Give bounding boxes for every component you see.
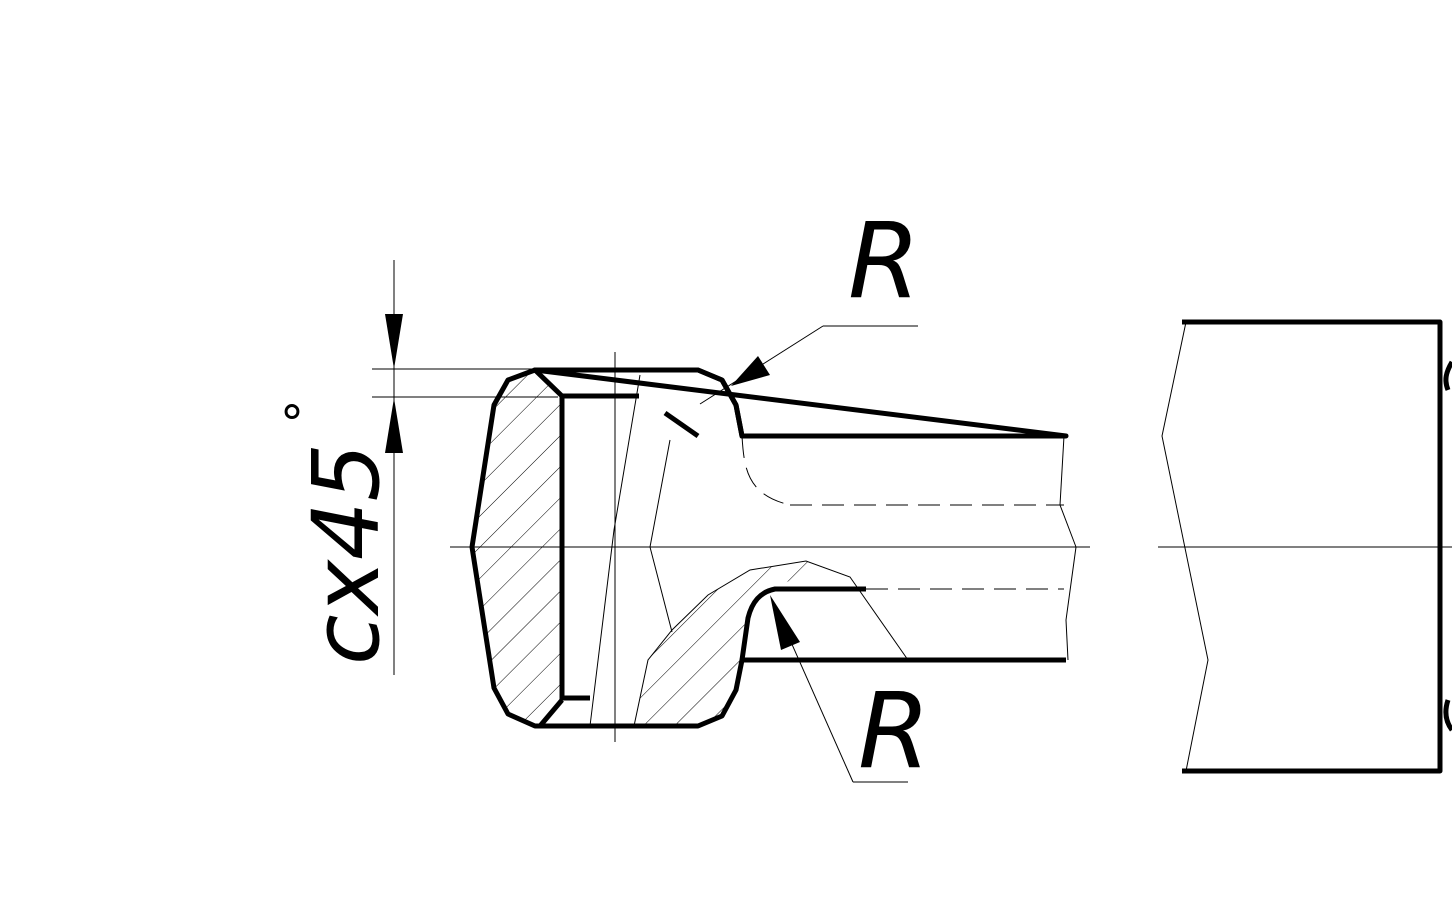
dimension-arrow-up [385,398,403,453]
hatched-section-neck [634,561,820,726]
chamfer-line-top [533,368,564,398]
dimension-arrow-down [385,314,403,369]
break-line-shaft [1059,435,1077,661]
neck-thin-outline [633,560,909,727]
right-part-edge-arc-bottom [1443,699,1452,732]
chamfer-label: cx45 [293,443,400,665]
fillet-transition-upper [649,439,673,633]
groove-upper [663,410,700,439]
groove-lower [739,586,866,661]
leader-arrow-top [731,356,770,386]
hatched-section-left [472,370,562,726]
inner-slope-line [589,374,641,727]
degree-symbol: ° [280,396,304,452]
radius-label-bottom: R [858,670,930,792]
break-line-right [1161,321,1209,772]
head-top-edge [469,367,1066,729]
right-part-edge-arc-top [1443,360,1452,391]
radius-label-top: R [848,200,920,322]
chamfer-line-bottom [538,698,564,728]
leader-arrow-bottom [770,595,800,650]
right-part-outline [1182,319,1443,774]
fillet-hidden-arc [741,435,791,506]
